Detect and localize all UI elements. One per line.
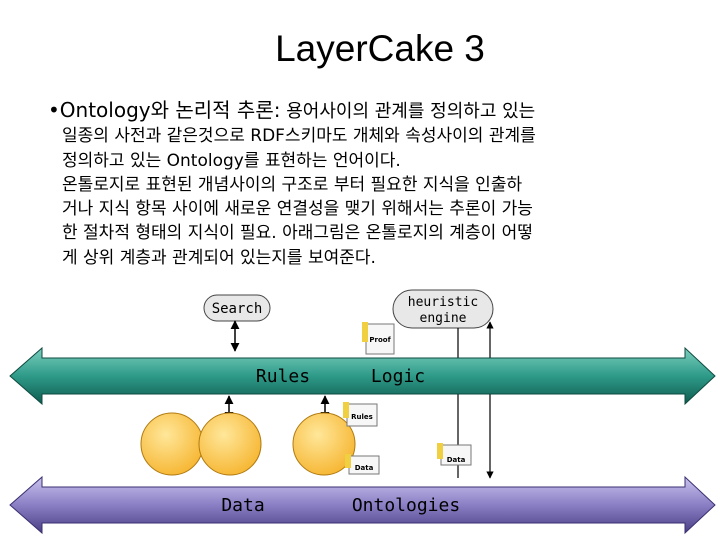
paragraph-line-5: 거나 지식 항목 사이에 새로운 연결성을 맺기 위해서는 추론이 가능 — [62, 199, 533, 220]
page-title: LayerCake 3 — [275, 28, 485, 69]
heuristic-engine-bubble: heuristic engine — [392, 289, 494, 329]
paragraph-lead: Ontology와 논리적 추론: — [59, 98, 281, 122]
rules-doc-label: Rules — [351, 413, 373, 421]
paragraph-line-1: •Ontology와 논리적 추론: 용어사이의 관계를 정의하고 있는 — [48, 98, 688, 124]
data-doc-label-1: Data — [355, 464, 374, 472]
rules-logic-band — [9, 346, 716, 406]
paragraph-text: 용어사이의 관계를 정의하고 있는 — [286, 101, 536, 122]
data-ontologies-band — [9, 475, 716, 535]
paragraph-line-4: 온톨로지로 표현된 개념사이의 구조로 부터 필요한 지식을 인출하 — [62, 174, 523, 195]
paragraph-line-2: 일종의 사전과 같은것으로 RDF스키마도 개체와 속성사이의 관계를 — [62, 126, 536, 147]
layer-circle-3 — [292, 412, 356, 476]
heuristic-label-line2: engine — [420, 311, 467, 326]
search-bubble: Search — [203, 294, 271, 322]
ontologies-label: Ontologies — [352, 495, 460, 516]
data-label: Data — [221, 495, 264, 516]
data-doc-label-2: Data — [447, 456, 466, 464]
paragraph-bullet: • — [48, 98, 60, 122]
proof-document-icon: Proof — [362, 322, 395, 355]
proof-doc-label: Proof — [369, 336, 391, 344]
layer-circle-1 — [140, 412, 204, 476]
paragraph-line-7: 게 상위 계층과 관계되어 있는지를 보여준다. — [62, 247, 376, 268]
data-document-icon-1: Data — [345, 454, 380, 475]
search-label: Search — [212, 301, 263, 317]
logic-label: Logic — [371, 366, 425, 387]
heuristic-label-line1: heuristic — [408, 295, 478, 310]
paragraph-line-3: 정의하고 있는 Ontology를 표현하는 언어이다. — [62, 150, 401, 171]
layer-circle-2 — [198, 412, 262, 476]
data-document-icon-2: Data — [437, 443, 472, 466]
rules-label: Rules — [256, 366, 310, 387]
body-paragraph: •Ontology와 논리적 추론: 용어사이의 관계를 정의하고 있는 일종의… — [48, 98, 688, 270]
paragraph-line-6: 한 절차적 형태의 지식이 필요. 아래그림은 온톨로지의 계층이 어떻 — [62, 223, 533, 244]
rules-document-icon: Rules — [343, 402, 378, 427]
